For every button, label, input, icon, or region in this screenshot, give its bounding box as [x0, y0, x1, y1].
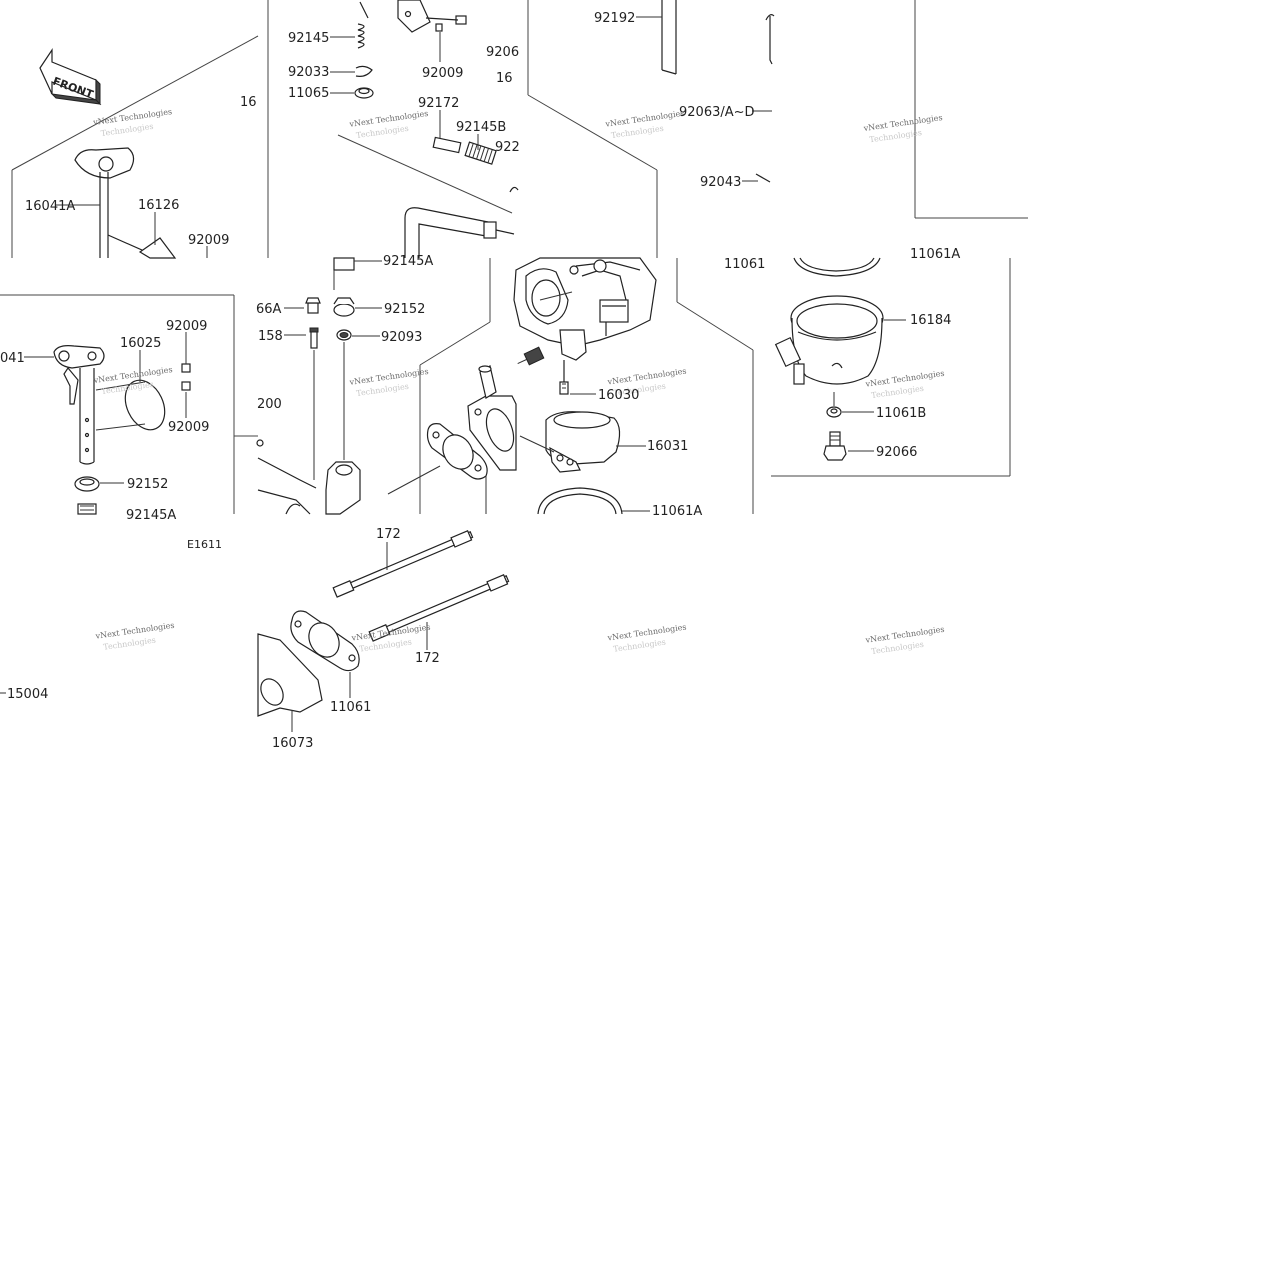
front-arrow-icon: FRONT	[39, 48, 102, 106]
part-label: 92145B	[456, 120, 506, 135]
part-label: 92033	[288, 65, 329, 80]
part-label: 92043	[700, 175, 741, 190]
part-label: 15004	[7, 687, 48, 702]
float-needle-group	[517, 346, 650, 515]
part-label: 158	[258, 329, 283, 344]
lever-16041A-assembly	[56, 147, 208, 259]
part-label: 92009	[188, 233, 229, 248]
part-label: 92192	[594, 11, 635, 26]
part-label: 11061A	[910, 247, 960, 262]
panel-frames	[0, 0, 1028, 514]
float-bowl-group	[774, 257, 906, 461]
part-labels: 92145 92033 11065 92009 9206 16 92172 92…	[0, 11, 960, 751]
gasket-insulator-group	[426, 365, 517, 514]
part-label: 92152	[384, 302, 425, 317]
spring-column-top	[330, 0, 519, 258]
part-label: 16126	[138, 198, 179, 213]
part-label: 11061B	[876, 406, 926, 421]
part-label: 11061A	[652, 504, 702, 519]
bottom-stud-group	[0, 529, 510, 732]
diagram-code: E1611	[187, 538, 222, 551]
part-label: 92009	[422, 66, 463, 81]
part-label: 92009	[168, 420, 209, 435]
part-label: 11065	[288, 86, 329, 101]
part-label: 66A	[256, 302, 282, 317]
part-label: 92009	[166, 319, 207, 334]
part-label: 92152	[127, 477, 168, 492]
watermarks: Technologies vNext Technologies Technolo…	[92, 107, 945, 656]
tile-masks	[1028, 0, 1285, 258]
part-label: 16025	[120, 336, 161, 351]
part-label: 172	[415, 651, 440, 666]
part-label: 11061	[724, 257, 765, 272]
part-label: 16031	[647, 439, 688, 454]
part-label: 16184	[910, 313, 951, 328]
part-label: 041	[0, 351, 25, 366]
part-label: 92172	[418, 96, 459, 111]
part-label: 16	[496, 71, 513, 86]
part-label: 9206	[486, 45, 519, 60]
carburetor-body	[513, 257, 657, 361]
part-label: 922	[495, 140, 520, 155]
part-label: 16041A	[25, 199, 75, 214]
part-label: 16073	[272, 736, 313, 751]
part-label: 92145A	[126, 508, 176, 523]
part-label: 11061	[330, 700, 371, 715]
part-label: 92066	[876, 445, 917, 460]
lever-041-assembly	[24, 332, 191, 515]
part-label: 16030	[598, 388, 639, 403]
center-throttle-group	[256, 257, 441, 515]
part-label: 172	[376, 527, 401, 542]
part-label: 92063/A~D	[679, 105, 755, 120]
part-label: 92093	[381, 330, 422, 345]
part-label: 92145A	[383, 254, 433, 269]
part-label: 92145	[288, 31, 329, 46]
part-label: 200	[257, 397, 282, 412]
bracket-92192-group	[636, 0, 775, 183]
part-label: 16	[240, 95, 257, 110]
